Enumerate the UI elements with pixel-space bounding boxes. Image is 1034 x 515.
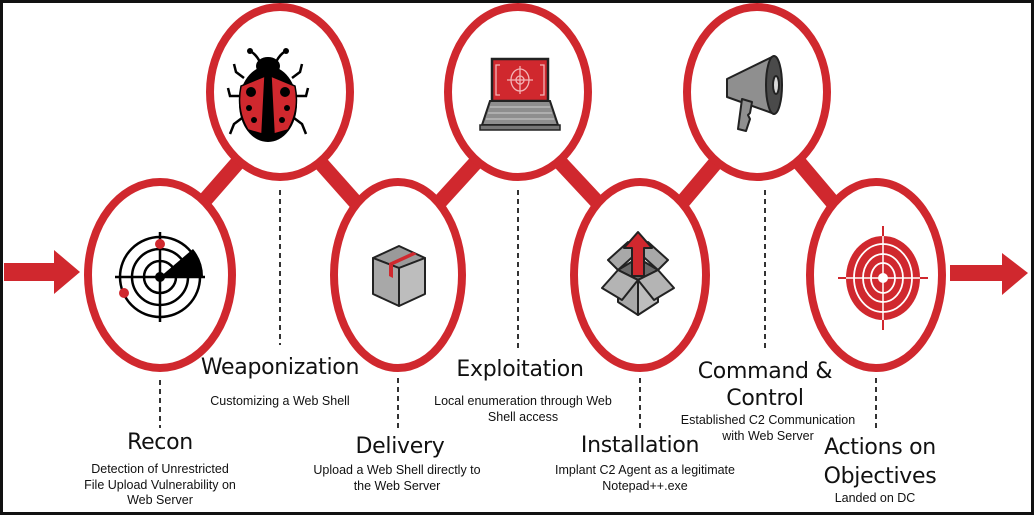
- target-icon: [838, 226, 928, 330]
- radar-icon: [115, 232, 205, 322]
- stage-description-installation: Implant C2 Agent as a legitimate Notepad…: [555, 463, 735, 493]
- megaphone-icon: [726, 55, 783, 132]
- stage-description-actions: Landed on DC: [834, 491, 916, 505]
- stage-title-installation: Installation: [580, 433, 700, 458]
- stage-title-recon: Recon: [127, 430, 193, 455]
- package-icon: [372, 245, 426, 307]
- leader-lines: [159, 190, 877, 432]
- stage-description-weaponization: Customizing a Web Shell: [210, 394, 350, 408]
- open-box-arrow-icon: [601, 231, 675, 316]
- entry-arrow-icon: [4, 250, 80, 294]
- connector-weaponization-delivery: [312, 155, 364, 210]
- exit-arrow-icon: [950, 253, 1028, 295]
- stage-description-c2: Established C2 Communication with Web Se…: [680, 413, 856, 443]
- connector-c2-actions: [791, 155, 841, 210]
- connector-delivery-exploitation: [431, 154, 484, 211]
- stage-title-delivery: Delivery: [355, 434, 445, 459]
- stage-description-exploitation: Local enumeration through Web Shell acce…: [434, 394, 612, 424]
- stage-description-recon: Detection of Unrestricted File Upload Vu…: [84, 462, 236, 507]
- stage-title-c2: Command & Control: [697, 359, 833, 411]
- connectors: [199, 154, 841, 211]
- stage-title-weaponization: Weaponization: [200, 355, 360, 380]
- stage-title-actions: Actions on Objectives: [823, 435, 937, 489]
- laptop-target-icon: [479, 57, 561, 131]
- connector-exploitation-installation: [552, 154, 606, 211]
- connector-recon-weaponization: [199, 155, 246, 205]
- stage-title-exploitation: Exploitation: [456, 357, 584, 382]
- connector-installation-c2: [674, 155, 724, 210]
- stage-description-delivery: Upload a Web Shell directly to the Web S…: [313, 463, 481, 493]
- ladybug-icon: [226, 48, 310, 142]
